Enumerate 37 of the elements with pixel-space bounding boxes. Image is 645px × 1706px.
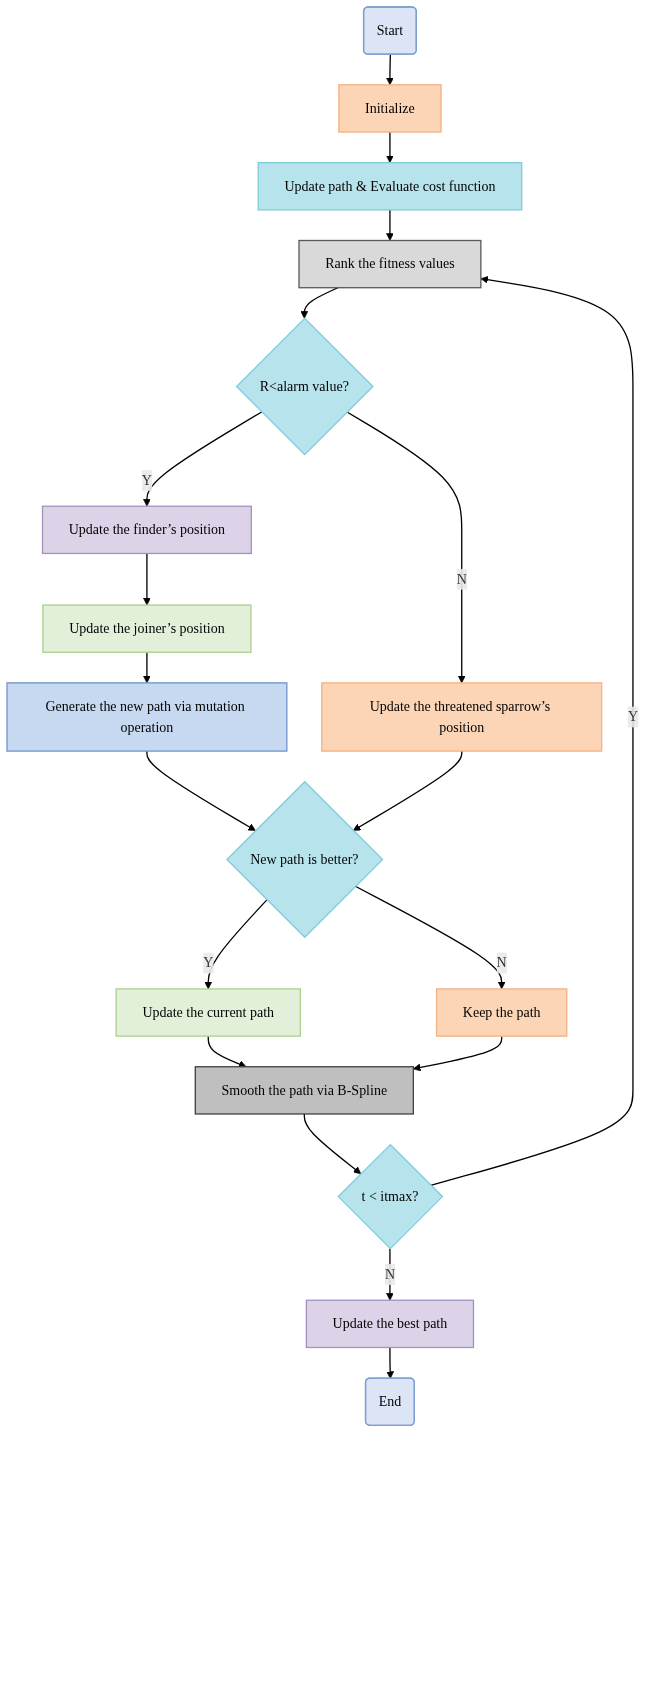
- edge-label: Y: [203, 955, 214, 971]
- arrow: [413, 1035, 503, 1072]
- arrow: [386, 1346, 394, 1379]
- edge-label: N: [496, 955, 507, 971]
- node-box: Rank the fitness values: [298, 239, 482, 289]
- node-diamond: t < itmax?: [337, 1143, 444, 1250]
- arrow: [430, 275, 634, 1186]
- arrow: [386, 209, 394, 241]
- arrow: [143, 411, 263, 507]
- node-diamond: New path is better?: [226, 780, 384, 939]
- edge-label: Y: [627, 709, 638, 724]
- arrow: [386, 131, 394, 163]
- edge-label: N: [456, 571, 467, 587]
- node-box: Update the finder’s position: [41, 505, 252, 555]
- arrow: [143, 552, 151, 606]
- node-box: Update path & Evaluate cost function: [257, 162, 523, 211]
- arrow: [146, 750, 256, 831]
- arrow: [143, 651, 151, 684]
- node-box: Keep the path: [435, 988, 568, 1037]
- node-box: Initialize: [338, 84, 442, 133]
- edge-label: Y: [141, 472, 152, 488]
- arrow: [386, 54, 394, 86]
- edge-label: N: [384, 1266, 395, 1282]
- node-box: Update the threatened sparrow’s position: [321, 682, 603, 752]
- arrow: [346, 411, 466, 684]
- node-box: Smooth the path via B-Spline: [194, 1066, 414, 1115]
- node-diamond: R<alarm value?: [235, 317, 374, 456]
- arrow: [207, 1035, 247, 1068]
- arrow: [354, 885, 506, 990]
- arrow: [303, 1113, 362, 1175]
- node-box: Generate the new path via mutation operation: [6, 682, 288, 752]
- node-box: Update the current path: [115, 988, 301, 1037]
- node-box: Update the best path: [305, 1299, 475, 1349]
- arrow: [352, 750, 463, 831]
- node-box: Update the joiner’s position: [42, 604, 252, 653]
- arrow: [300, 287, 339, 319]
- arrow: [204, 899, 268, 990]
